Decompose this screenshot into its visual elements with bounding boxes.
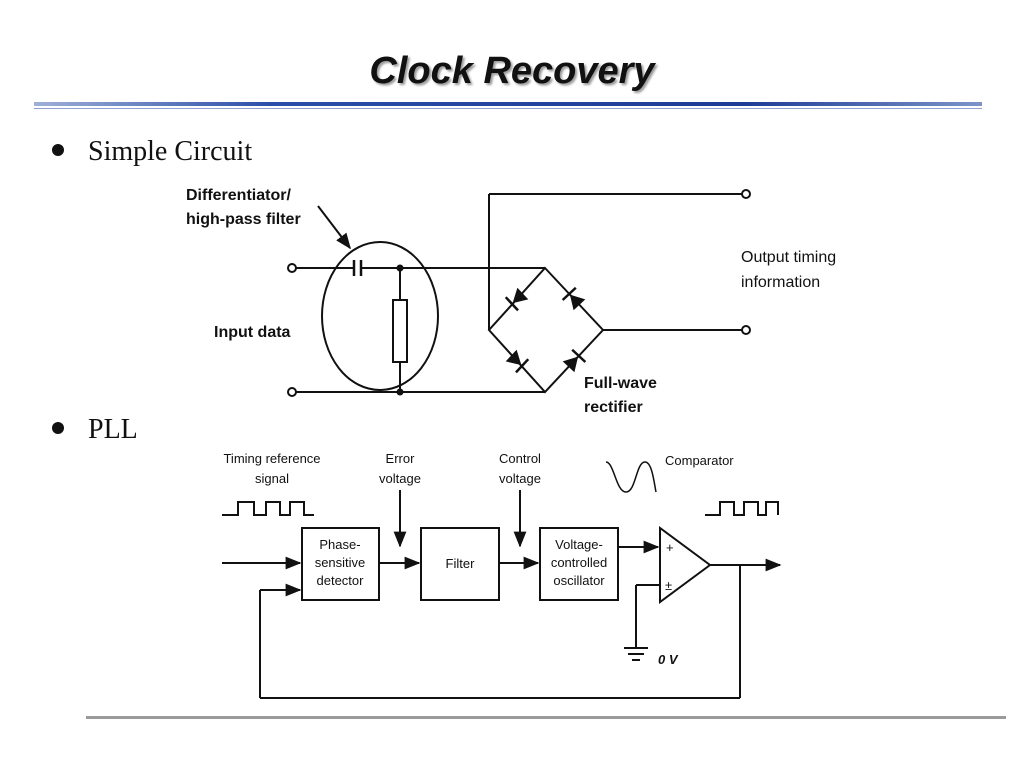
simple-circuit-diagram bbox=[287, 189, 751, 397]
comparator-plus-sign: + bbox=[666, 540, 674, 555]
label-control-2: voltage bbox=[499, 471, 541, 486]
ground-label: 0 V bbox=[658, 652, 679, 667]
block-phase-line-3: detector bbox=[317, 573, 365, 588]
label-input-data: Input data bbox=[214, 324, 291, 341]
diode bbox=[561, 286, 586, 311]
label-comparator: Comparator bbox=[665, 453, 734, 468]
bullet-pll: PLL bbox=[52, 414, 138, 446]
label-output-2: information bbox=[741, 274, 820, 291]
bullet-dot bbox=[52, 422, 64, 434]
block-phase-line-2: sensitive bbox=[315, 555, 366, 570]
slide-title: Clock Recovery bbox=[369, 50, 655, 92]
input-terminal-top bbox=[287, 263, 297, 273]
vco-block bbox=[539, 527, 619, 601]
label-output-1: Output timing bbox=[741, 249, 836, 266]
label-timing-ref-1: Timing reference bbox=[223, 451, 320, 466]
bridge-diodes bbox=[504, 286, 587, 374]
block-filter-label: Filter bbox=[446, 556, 476, 571]
sine-wave bbox=[605, 461, 657, 493]
footer-rule bbox=[86, 716, 1006, 719]
diode bbox=[562, 348, 587, 373]
differentiator-pointer-arrow bbox=[317, 205, 351, 250]
block-vco-line-1: Voltage- bbox=[555, 537, 603, 552]
bullet-text: PLL bbox=[88, 414, 138, 445]
label-control-1: Control bbox=[499, 451, 541, 466]
input-terminal-bottom bbox=[287, 387, 297, 397]
output-terminal-bottom bbox=[741, 325, 751, 335]
comparator-minus-sign: ± bbox=[665, 578, 672, 593]
pll-diagram bbox=[222, 461, 782, 699]
label-error-2: voltage bbox=[379, 471, 421, 486]
title-underline bbox=[34, 102, 982, 106]
label-differentiator-2: high-pass filter bbox=[186, 211, 301, 228]
label-differentiator-1: Differentiator/ bbox=[186, 187, 291, 204]
block-vco-line-3: oscillator bbox=[553, 573, 605, 588]
input-square-wave bbox=[222, 501, 314, 516]
bullet-dot bbox=[52, 144, 64, 156]
label-rectifier-1: Full-wave bbox=[584, 375, 657, 392]
bullet-text: Simple Circuit bbox=[88, 136, 253, 167]
bridge-rectifier bbox=[487, 266, 605, 394]
block-vco-line-2: controlled bbox=[551, 555, 607, 570]
title-underline-thin bbox=[34, 108, 982, 109]
resistor bbox=[392, 299, 408, 363]
output-terminal-top bbox=[741, 189, 751, 199]
label-timing-ref-2: signal bbox=[255, 471, 289, 486]
diode bbox=[504, 287, 529, 312]
bullet-simple-circuit: Simple Circuit bbox=[52, 136, 252, 168]
label-rectifier-2: rectifier bbox=[584, 399, 643, 416]
differentiator-circle bbox=[321, 241, 439, 391]
output-square-wave bbox=[705, 501, 779, 516]
diode bbox=[505, 349, 530, 374]
label-error-1: Error bbox=[386, 451, 416, 466]
comparator-triangle bbox=[659, 526, 712, 604]
block-phase-line-1: Phase- bbox=[319, 537, 360, 552]
